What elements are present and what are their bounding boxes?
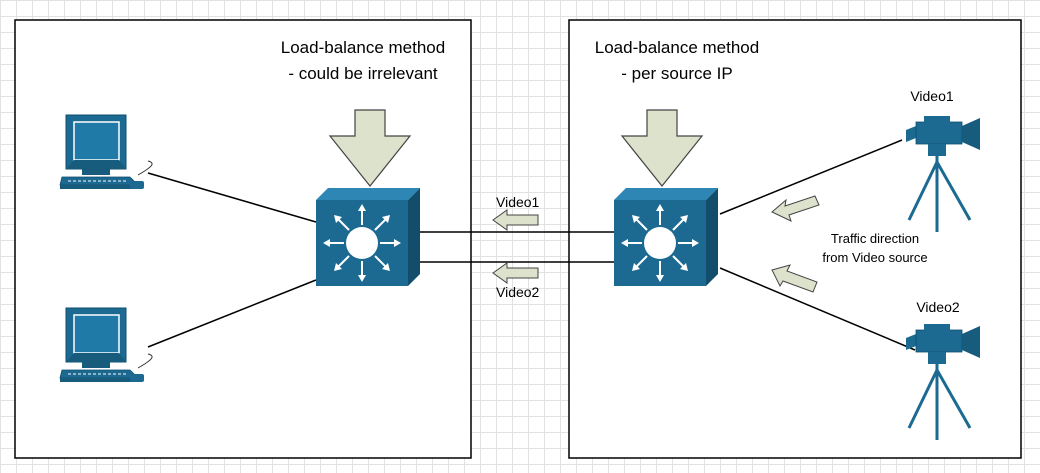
camera-label-video2: Video2 <box>916 299 960 315</box>
traffic-arrow-icon <box>492 209 539 231</box>
load-balance-arrow-icon <box>328 109 412 187</box>
load-balance-arrow-icon <box>620 109 704 187</box>
right-panel-title-line1: Load-balance method <box>595 38 759 57</box>
right-panel-title-line2: - per source IP <box>621 64 733 83</box>
link-label-video2: Video2 <box>496 284 540 300</box>
traffic-arrow-icon <box>492 262 539 284</box>
traffic-note-line2: from Video source <box>822 250 927 265</box>
link-label-video1: Video1 <box>496 194 540 210</box>
multilayer-switch-icon <box>315 187 421 287</box>
camera-label-video1: Video1 <box>910 88 954 104</box>
traffic-arrow-icon <box>771 264 818 293</box>
traffic-note-line1: Traffic direction <box>831 231 919 246</box>
connection-lines <box>147 139 916 351</box>
left-panel-title-line2: - could be irrelevant <box>288 64 438 83</box>
traffic-arrow-icon <box>771 195 820 222</box>
multilayer-switch-icon <box>613 187 719 287</box>
left-panel-title-line1: Load-balance method <box>281 38 445 57</box>
